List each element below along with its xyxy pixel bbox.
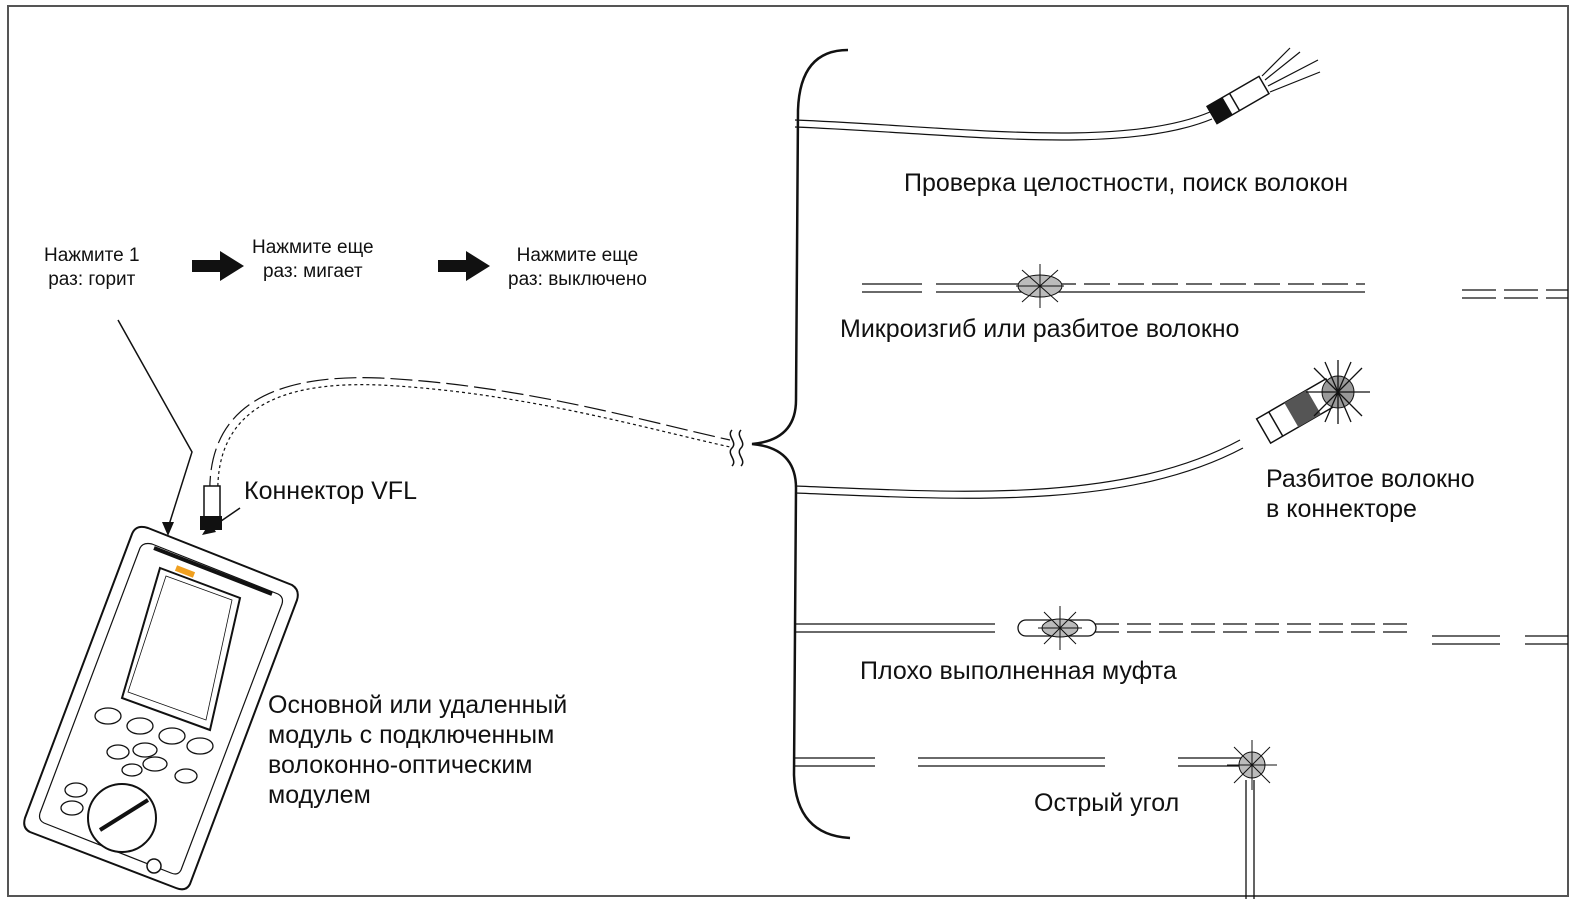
vfl-button-indicator [174,565,196,578]
continuity-fiber-icon [794,47,1321,141]
tester-device-icon [23,525,299,891]
module-label-line3: волоконно-оптическим [268,751,533,779]
vfl-connector-label: Коннектор VFL [244,477,417,505]
module-label: Основной или удаленный модуль с подключе… [268,690,567,810]
step-3-line1: Нажмите еще [516,245,639,266]
step-1-label: Нажмите 1 раз: горит [44,244,140,292]
step-3-label: Нажмите еще раз: выключено [508,244,647,292]
step-1-line1: Нажмите 1 [44,245,140,266]
case-broken-connector-line1: Разбитое волокно [1266,465,1475,493]
pointer-arrowhead [162,522,174,536]
case-sharp-angle-label: Острый угол [1034,789,1180,817]
brace [751,48,851,840]
sharp-angle-fiber-icon [795,740,1277,899]
case-broken-connector-line2: в коннекторе [1266,495,1417,523]
pointer-line [117,319,193,529]
broken-connector-fiber-icon [794,360,1370,499]
step-2-label: Нажмите еще раз: мигает [252,236,374,284]
case-broken-connector-label: Разбитое волокно в коннекторе [1266,464,1475,524]
microbend-fiber-icon [862,264,1568,308]
step-2-line2: раз: мигает [262,261,363,282]
case-bad-splice-label: Плохо выполненная муфта [860,657,1177,685]
step-1-line2: раз: горит [48,269,136,290]
arrow-icon [192,251,244,281]
step-2-line1: Нажмите еще [252,237,374,258]
bad-splice-fiber-icon [795,606,1568,650]
case-microbend-label: Микроизгиб или разбитое волокно [840,315,1240,343]
step-3-line2: раз: выключено [508,269,647,290]
module-label-line1: Основной или удаленный [268,691,568,719]
module-label-line2: модуль с подключенным [268,721,555,749]
frame-border [7,5,1569,897]
case-continuity-label: Проверка целостности, поиск волокон [904,169,1349,197]
module-label-line4: модулем [268,781,371,809]
arrow-icon [438,251,490,281]
patch-cable [200,377,744,530]
